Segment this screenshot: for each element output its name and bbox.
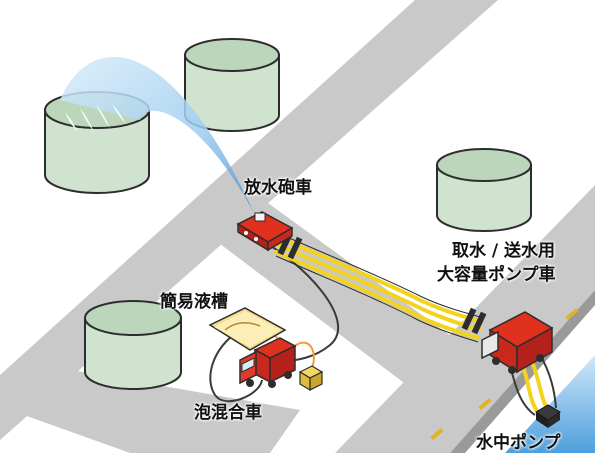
water-surface bbox=[505, 355, 595, 453]
water-spray bbox=[60, 56, 255, 215]
foam-mixing-truck bbox=[239, 337, 297, 388]
foam-basin bbox=[208, 307, 287, 351]
storage-tank-right bbox=[436, 148, 532, 232]
delivery-hoses bbox=[274, 236, 484, 340]
high-volume-pump-truck bbox=[481, 311, 554, 374]
label-water-cannon-truck: 放水砲車 bbox=[244, 178, 312, 198]
lower-cross-road bbox=[10, 368, 300, 453]
delivery-hose-outline bbox=[275, 233, 485, 343]
storage-tank-left bbox=[84, 300, 182, 390]
label-submersible-pump: 水中ポンプ bbox=[476, 433, 561, 453]
foam-concentrate-box bbox=[298, 365, 324, 392]
label-foam-truck: 泡混合車 bbox=[194, 403, 262, 423]
label-high-volume-pump-line1: 取水 / 送水用 bbox=[452, 241, 556, 261]
spray-droplets bbox=[65, 104, 126, 132]
label-high-volume-pump-line2: 大容量ポンプ車 bbox=[437, 265, 556, 285]
submersible-pump bbox=[535, 404, 561, 428]
label-foam-tank: 簡易液槽 bbox=[160, 292, 228, 312]
water-cannon-truck bbox=[236, 211, 294, 252]
quay-road bbox=[335, 185, 595, 453]
